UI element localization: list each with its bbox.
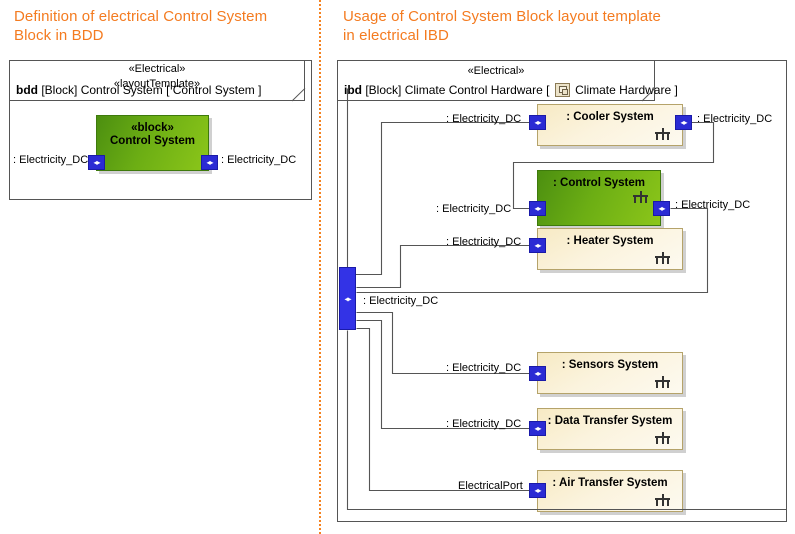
bdd-name-label: Control System <box>80 83 163 97</box>
bdd-stereotype-electrical: «Electrical» <box>128 63 186 75</box>
bdd-block-control-system[interactable]: «block» Control System <box>96 115 209 171</box>
ibd-cooler-right-port-label: : Electricity_DC <box>697 113 773 125</box>
decomposition-rake-icon <box>655 128 670 140</box>
decomposition-rake-icon <box>655 494 670 506</box>
ibd-part-sensors-system[interactable]: : Sensors System <box>537 352 683 394</box>
ibd-header-corner <box>641 87 656 102</box>
ibd-heater-left-port-label: : Electricity_DC <box>446 236 522 248</box>
ibd-part-sensors-name: : Sensors System <box>561 359 659 371</box>
ibd-data-transfer-left-port[interactable] <box>529 421 546 436</box>
ibd-part-heater-name: : Heater System <box>566 235 654 247</box>
ibd-diagram-icon <box>554 83 570 97</box>
ibd-view-name: Climate Hardware <box>575 83 672 97</box>
ibd-main-electrical-port[interactable] <box>339 267 356 330</box>
bdd-block-stereotype: «block» <box>131 122 174 134</box>
ibd-cooler-left-port-label: : Electricity_DC <box>446 113 522 125</box>
ibd-frame-headline: ibd [Block] Climate Control Hardware [ C… <box>344 83 678 97</box>
bdd-type-label: [Block] <box>41 83 78 97</box>
ibd-frame-header: «Electrical» ibd [Block] Climate Control… <box>338 61 678 102</box>
bdd-block-right-port[interactable] <box>201 155 218 170</box>
ibd-sensors-left-port[interactable] <box>529 366 546 381</box>
decomposition-rake-icon <box>655 252 670 264</box>
ibd-part-data-transfer-system[interactable]: : Data Transfer System <box>537 408 683 450</box>
panel-divider <box>319 0 321 534</box>
ibd-part-air-transfer-name: : Air Transfer System <box>552 477 668 489</box>
ibd-data-transfer-left-port-label: : Electricity_DC <box>446 418 522 430</box>
ibd-control-right-port-label: : Electricity_DC <box>675 199 751 211</box>
bdd-header-corner <box>291 87 306 102</box>
bdd-left-port-label: : Electricity_DC <box>13 154 89 166</box>
ibd-cooler-right-port[interactable] <box>675 115 692 130</box>
bdd-stereotype-layouttemplate: «layoutTemplate» <box>113 78 201 90</box>
ibd-part-control-system[interactable]: : Control System <box>537 170 661 226</box>
bdd-kind-label: bdd <box>16 83 38 97</box>
bdd-panel-title: Definition of electrical Control System … <box>14 8 268 44</box>
ibd-part-heater-system[interactable]: : Heater System <box>537 228 683 270</box>
decomposition-rake-icon <box>655 432 670 444</box>
bdd-block-left-port[interactable] <box>88 155 105 170</box>
ibd-part-cooler-system[interactable]: : Cooler System <box>537 104 683 146</box>
ibd-part-cooler-name: : Cooler System <box>566 111 654 123</box>
bdd-right-port-label: : Electricity_DC <box>221 154 297 166</box>
ibd-control-left-port[interactable] <box>529 201 546 216</box>
bdd-block-name: Control System <box>110 135 195 147</box>
ibd-panel-title: Usage of Control System Block layout tem… <box>343 8 661 44</box>
ibd-part-data-transfer-name: : Data Transfer System <box>547 415 673 427</box>
ibd-part-air-transfer-system[interactable]: : Air Transfer System <box>537 470 683 512</box>
ibd-main-port-label: : Electricity_DC <box>363 295 439 307</box>
ibd-view-open: [ <box>546 83 550 97</box>
decomposition-rake-icon <box>633 191 648 203</box>
ibd-name-label: Climate Control Hardware <box>404 83 543 97</box>
ibd-type-label: [Block] <box>365 83 402 97</box>
bdd-view-label: [ Control System ] <box>166 83 262 97</box>
ibd-part-control-name: : Control System <box>552 177 645 189</box>
ibd-cooler-left-port[interactable] <box>529 115 546 130</box>
bdd-diagram-frame: «Electrical» «layoutTemplate» bdd [Block… <box>9 60 312 200</box>
bdd-frame-headline: bdd [Block] Control System [ Control Sys… <box>16 83 261 97</box>
ibd-sensors-left-port-label: : Electricity_DC <box>446 362 522 374</box>
ibd-control-right-port[interactable] <box>653 201 670 216</box>
decomposition-rake-icon <box>655 376 670 388</box>
ibd-control-left-port-label: : Electricity_DC <box>436 203 512 215</box>
ibd-kind-label: ibd <box>344 83 362 97</box>
ibd-view-close: ] <box>674 83 678 97</box>
bdd-frame-header: «Electrical» «layoutTemplate» bdd [Block… <box>10 61 306 102</box>
ibd-air-transfer-left-port[interactable] <box>529 483 546 498</box>
ibd-heater-left-port[interactable] <box>529 238 546 253</box>
ibd-air-transfer-left-port-label: ElectricalPort <box>458 480 523 492</box>
ibd-stereotype-electrical: «Electrical» <box>467 65 525 77</box>
